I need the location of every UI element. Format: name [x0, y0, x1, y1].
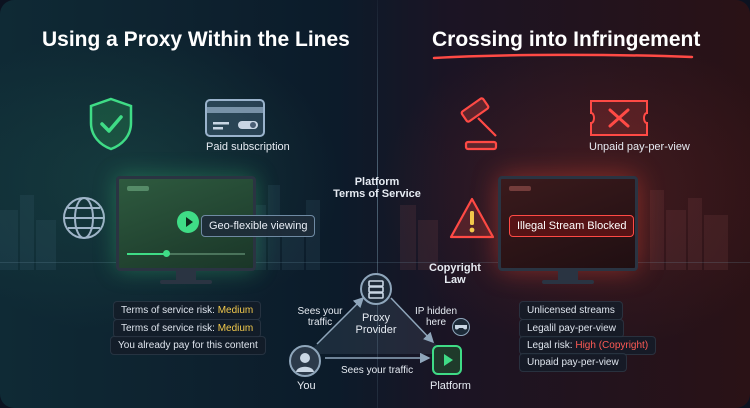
traffic-flow-diagram: [307, 284, 445, 364]
progress-fill: [127, 253, 165, 255]
sees-traffic-bottom-label: Sees your traffic: [341, 365, 414, 376]
unpaid-ppv-item: Unpaid pay-per-view: [519, 353, 627, 372]
unlicensed-streams-item: Unlicensed streams: [519, 301, 623, 320]
gavel-icon: [460, 97, 498, 151]
credit-card-icon: [205, 99, 265, 137]
left-title: Using a Proxy Within the Lines: [42, 28, 350, 51]
you-label: You: [297, 380, 316, 392]
cancelled-ticket-icon: [590, 100, 648, 136]
platform-label: Platform: [430, 380, 471, 392]
proxy-server-icon: [360, 273, 392, 305]
horizon-line: [0, 262, 750, 263]
illegal-stream-blocked-badge: Illegal Stream Blocked: [509, 215, 635, 237]
unpaid-ppv-label: Unpaid pay-per-view: [589, 141, 690, 153]
progress-track: [127, 253, 245, 255]
play-icon[interactable]: [177, 211, 199, 233]
globe-icon: [63, 197, 105, 239]
already-pay-note: You already pay for this content: [110, 336, 266, 355]
monitor-base: [160, 280, 212, 284]
monitor-stand: [558, 271, 578, 281]
progress-handle[interactable]: [163, 250, 170, 257]
shield-check-icon: [89, 97, 133, 151]
title-underline: [432, 53, 694, 60]
center-divider: [377, 0, 378, 408]
tos-risk-1: Terms of service risk: Medium: [113, 301, 262, 320]
warning-icon: [449, 197, 495, 239]
user-avatar-icon: [289, 345, 321, 377]
right-title: Crossing into Infringement: [432, 28, 701, 51]
platform-play-icon: [432, 345, 462, 375]
geo-flexible-badge: Geo-flexible viewing: [201, 215, 316, 237]
monitor-tab-bar: [127, 186, 149, 191]
paid-subscription-label: Paid subscription: [206, 141, 290, 153]
mask-icon: [452, 318, 470, 336]
monitor-stand: [176, 271, 196, 281]
monitor-base: [542, 280, 594, 284]
monitor-tab-bar: [509, 186, 531, 191]
